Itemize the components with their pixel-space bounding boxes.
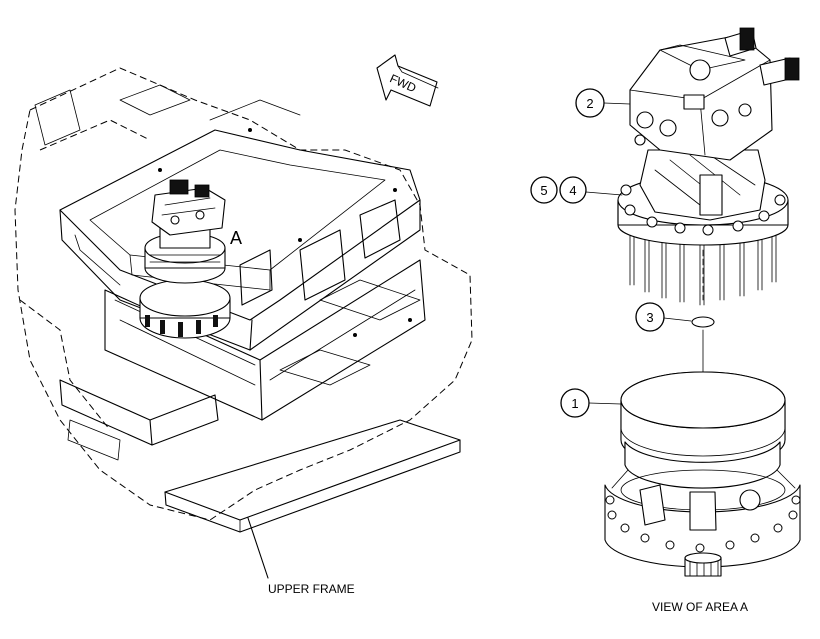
callout-2-number: 2: [586, 96, 593, 111]
fwd-label: FWD: [388, 71, 419, 95]
area-label: A: [230, 228, 242, 248]
swing-drive-small: [139, 179, 231, 339]
callout-5: 5: [530, 176, 558, 204]
callout-2: 2: [575, 88, 631, 118]
swing-motor-drawing: [604, 27, 801, 577]
callout-3-number: 3: [646, 310, 653, 325]
fwd-arrow: FWD: [376, 54, 439, 107]
callout-1-number: 1: [571, 396, 578, 411]
callout-4: 4: [559, 176, 623, 204]
view-of-area-label: VIEW OF AREA A: [652, 600, 748, 614]
callout-4-number: 4: [569, 183, 576, 198]
upper-frame-label: UPPER FRAME: [268, 582, 355, 596]
callout-3: 3: [635, 302, 692, 332]
callout-5-number: 5: [540, 183, 547, 198]
callout-1: 1: [560, 388, 622, 418]
upper-frame-drawing: A: [14, 67, 473, 579]
